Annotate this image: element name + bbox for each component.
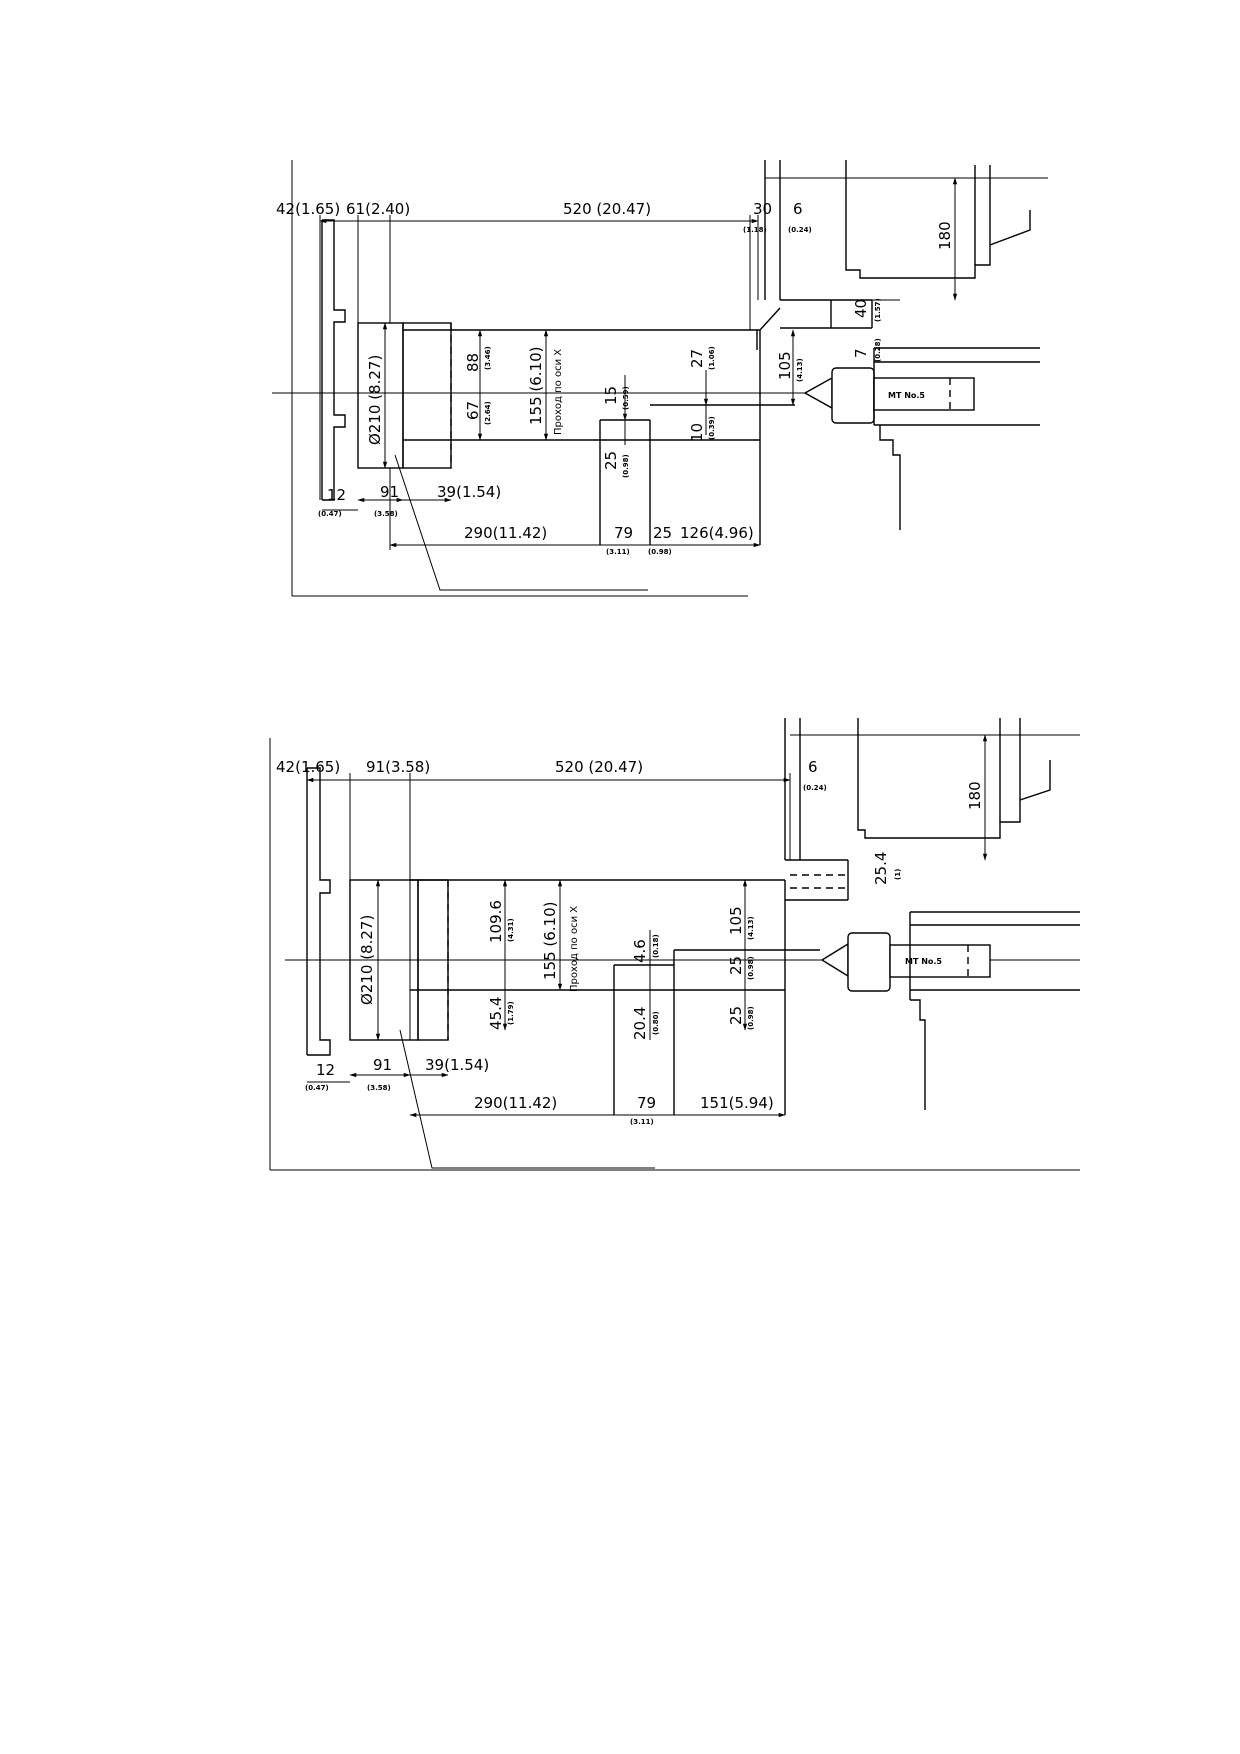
top-drawing: MT No.5 42(1.65) 61(2.40) 520 (20.47) 30… (272, 160, 1048, 597)
dim-105: 105 (776, 351, 794, 380)
dim-6: 6 (808, 758, 818, 776)
chuck (321, 219, 452, 501)
dim-39: 39(1.54) (425, 1056, 489, 1074)
turret-profile (845, 160, 1031, 279)
dim-25v-sub: (0.98) (622, 454, 630, 478)
dim-79: 79 (637, 1094, 656, 1112)
tailstock-quill (831, 367, 875, 424)
dim-6-sub: (0.24) (803, 784, 827, 792)
tailstock: MT No.5 (803, 347, 1040, 530)
tailstock: MT No.5 (820, 911, 1080, 1110)
dim-15-sub: (0.59) (622, 386, 630, 410)
dim-180: 180 (966, 781, 984, 810)
dim-12: 12 (316, 1061, 335, 1079)
dim-30-sub: (1.18) (743, 226, 767, 234)
dim-12-sub: (0.47) (305, 1084, 329, 1092)
dim-126: 126(4.96) (680, 524, 754, 542)
dim-88-sub: (3.46) (484, 346, 492, 370)
dim-67-sub: (2.64) (484, 401, 492, 425)
dim-61: 61(2.40) (346, 200, 410, 218)
dim-27-sub: (1.06) (708, 346, 716, 370)
turret-block (759, 160, 1048, 331)
dim-10: 10 (688, 423, 706, 442)
dim-105-sub: (4.13) (796, 358, 804, 382)
dim-7: 7 (852, 348, 870, 358)
dim-39: 39(1.54) (437, 483, 501, 501)
dim-15: 15 (602, 386, 620, 405)
dim-25b: 25 (727, 1006, 745, 1025)
dim-105-sub: (4.13) (747, 916, 755, 940)
tailstock-quill (847, 932, 891, 992)
dim-520: 520 (20.47) (563, 200, 651, 218)
dim-91-sub: (3.58) (374, 510, 398, 518)
dim-42: 42(1.65) (276, 758, 340, 776)
dim-210: Ø210 (8.27) (358, 915, 376, 1005)
dim-105: 105 (727, 906, 745, 935)
bottom-drawing: MT No.5 42(1.65) 91(3.58) 520 (20.47) 6 … (269, 718, 1080, 1171)
dim-79-sub: (3.11) (606, 548, 630, 556)
dim-25a: 25 (727, 956, 745, 975)
dim-520: 520 (20.47) (555, 758, 643, 776)
dim-4-6: 4.6 (631, 939, 649, 963)
dim-45-4: 45.4 (487, 997, 505, 1030)
dim-6: 6 (793, 200, 803, 218)
tailstock-center-tip (803, 376, 833, 410)
dim-91: 91 (373, 1056, 392, 1074)
dim-7-sub: (0.28) (874, 338, 882, 362)
chuck-jaw-profile (306, 767, 331, 1056)
dim-155: 155 (6.10) (527, 346, 545, 425)
turret-block (784, 718, 1080, 901)
tailstock-center-tip (820, 942, 849, 978)
dim-10-sub: (0.39) (708, 416, 716, 440)
dim-25-4-sub: (1) (894, 869, 902, 880)
dim-210: Ø210 (8.27) (366, 355, 384, 445)
dim-6-sub: (0.24) (788, 226, 812, 234)
dim-25h-sub: (0.98) (648, 548, 672, 556)
annotation-leader (394, 454, 648, 591)
dim-91-sub: (3.58) (367, 1084, 391, 1092)
dim-12-sub: (0.47) (318, 510, 342, 518)
x-axis-travel-note: Проход по оси X (553, 349, 564, 435)
dim-290: 290(11.42) (474, 1094, 557, 1112)
dim-20-4: 20.4 (631, 1007, 649, 1040)
dim-79-sub: (3.11) (630, 1118, 654, 1126)
dim-88: 88 (464, 353, 482, 372)
tailstock-taper (873, 377, 975, 411)
dim-155: 155 (6.10) (541, 901, 559, 980)
toolholder-chamfer (759, 307, 781, 331)
dim-91t: 91(3.58) (366, 758, 430, 776)
dim-25a-sub: (0.98) (747, 956, 755, 980)
dim-40-sub: (1.57) (874, 298, 882, 322)
dim-67: 67 (464, 401, 482, 420)
dim-109-6: 109.6 (487, 900, 505, 943)
mt-taper-label: MT No.5 (905, 957, 942, 966)
tailstock-leg (879, 425, 901, 530)
chuck-jaw-profile (321, 219, 346, 501)
dim-20-4-sub: (0.80) (652, 1011, 660, 1035)
dim-12: 12 (327, 486, 346, 504)
dim-45-4-sub: (1.79) (507, 1001, 515, 1025)
x-axis-travel-note: Проход по оси X (569, 906, 580, 992)
turret-profile (857, 718, 1051, 839)
chuck-jaw (402, 322, 452, 469)
dim-25b-sub: (0.98) (747, 1006, 755, 1030)
dim-30: 30 (753, 200, 772, 218)
dim-42: 42(1.65) (276, 200, 340, 218)
dim-79: 79 (614, 524, 633, 542)
dim-290: 290(11.42) (464, 524, 547, 542)
dim-25v: 25 (602, 451, 620, 470)
dim-180: 180 (936, 221, 954, 250)
dim-4-6-sub: (0.18) (652, 934, 660, 958)
dim-151: 151(5.94) (700, 1094, 774, 1112)
dim-25-4: 25.4 (872, 852, 890, 885)
dim-40: 40 (852, 299, 870, 318)
tailstock-leg (910, 999, 926, 1110)
dim-109-6-sub: (4.31) (507, 918, 515, 942)
dim-27: 27 (688, 349, 706, 368)
tailstock-taper (889, 944, 991, 978)
mt-taper-label: MT No.5 (888, 391, 925, 400)
dim-25h: 25 (653, 524, 672, 542)
